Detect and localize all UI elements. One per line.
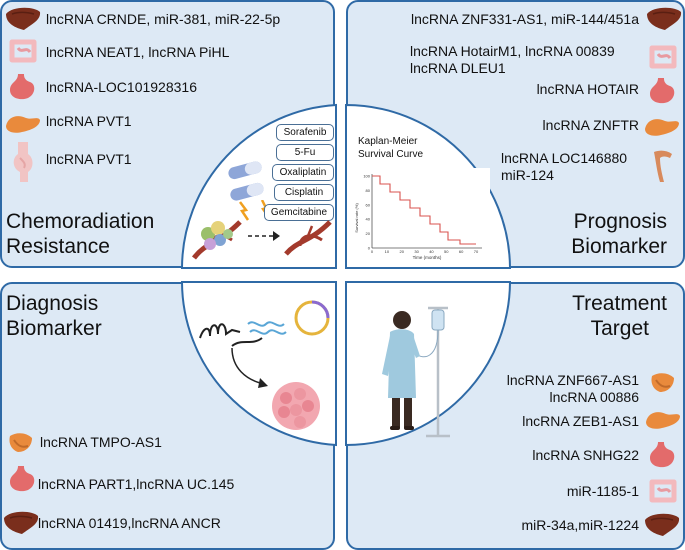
arrow-icon	[248, 231, 280, 241]
km-xtick-label: 60	[459, 249, 464, 254]
prognosis-item-4: lncRNA HOTAIR	[536, 81, 639, 97]
chemoradiation-title-line1: Chemoradiation	[6, 210, 155, 233]
diagnosis-item-1: lncRNA TMPO-AS1	[40, 434, 162, 450]
prognosis-item-2: lncRNA HotairM1, lncRNA 00839	[410, 43, 615, 59]
stomach-icon-3	[10, 466, 35, 492]
chemoradiation-item-2: lncRNA NEAT1, lncRNA PiHL	[46, 44, 230, 60]
prognosis-item-3: lncRNA DLEU1	[410, 60, 506, 76]
rna-icon	[199, 323, 241, 339]
stomach-icon-4	[650, 442, 675, 468]
chemoradiation-title-line2: Resistance	[6, 235, 110, 258]
prognosis-title-line1: Prognosis	[573, 210, 667, 233]
gallbladder-pancreas-icon	[9, 433, 33, 452]
liver-icon	[6, 7, 41, 31]
drug-oxaliplatin: Oxaliplatin	[272, 164, 334, 181]
pancreas-icon-4	[646, 412, 680, 429]
prognosis-item-7: miR-124	[501, 167, 554, 183]
km-ytick-label: 100	[363, 174, 370, 179]
chemoradiation-item-3: lncRNA-LOC101928316	[46, 79, 197, 95]
drug-cisplatin: Cisplatin	[274, 184, 334, 201]
km-ytick-label: 60	[366, 202, 371, 207]
km-xtick-label: 0	[371, 249, 374, 254]
pancreas-icon-3	[651, 373, 674, 392]
intestine-icon-2	[649, 45, 677, 69]
diagnosis-item-2: lncRNA PART1,lncRNA UC.145	[38, 476, 235, 492]
rna-strand-icon	[247, 321, 285, 327]
stomach-icon	[10, 74, 35, 100]
km-xlabel: Time (months)	[413, 255, 442, 260]
liver-icon-3	[4, 511, 39, 534]
drug-sorafenib: Sorafenib	[276, 124, 334, 141]
km-ytick-label: 20	[366, 231, 371, 236]
drug-5fu: 5-Fu	[276, 144, 334, 161]
tumor-icon	[272, 382, 320, 430]
rna-tumor-illustration	[199, 300, 330, 388]
treatment-item-4: lncRNA SNHG22	[532, 447, 639, 463]
treatment-item-5: miR-1185-1	[566, 483, 639, 499]
vessel-icon	[284, 220, 332, 256]
diagnosis-title-line2: Biomarker	[6, 317, 102, 340]
drug-gemcitabine: Gemcitabine	[264, 204, 334, 221]
liver-icon-2	[647, 7, 682, 31]
km-ytick-label: 40	[366, 217, 371, 222]
patient-iv-illustration	[382, 306, 450, 438]
tumor-vessel-icon	[192, 220, 242, 260]
km-xtick-label: 50	[444, 249, 449, 254]
km-xtick-label: 40	[429, 249, 434, 254]
km-xtick-label: 30	[414, 249, 419, 254]
treatment-item-2: lncRNA 00886	[549, 389, 639, 405]
prognosis-title-line2: Biomarker	[571, 235, 667, 258]
pills-icon	[228, 161, 264, 201]
stomach-icon-2	[650, 78, 675, 104]
esophagus-icon	[13, 142, 33, 182]
km-ytick-label: 0	[368, 246, 371, 251]
liver-icon-4	[645, 513, 680, 536]
intestine-icon-3	[649, 479, 677, 503]
km-survival-line	[372, 175, 476, 245]
diagnosis-title-line1: Diagnosis	[6, 292, 99, 315]
km-title-line2: Survival Curve	[358, 149, 424, 160]
treatment-title-line2: Target	[590, 317, 649, 340]
chemoradiation-item-1: lncRNA CRNDE, miR-381, miR-22-5p	[46, 11, 281, 27]
prognosis-item-5: lncRNA ZNFTR	[542, 117, 639, 133]
patient-icon	[382, 311, 420, 430]
pancreas-icon-2	[645, 119, 679, 136]
intestine-icon	[9, 39, 37, 63]
prognosis-item-6: lncRNA LOC146880	[501, 150, 628, 166]
km-xtick-label: 20	[399, 249, 404, 254]
gallbladder-icon	[654, 150, 672, 182]
km-title-line1: Kaplan-Meier	[358, 136, 418, 147]
curved-arrow-icon	[231, 347, 265, 385]
treatment-title-line1: Treatment	[572, 292, 667, 315]
center-quarter-br	[345, 281, 512, 447]
diagnosis-item-3: lncRNA 01419,lncRNA ANCR	[38, 515, 221, 531]
chemoradiation-item-4: lncRNA PVT1	[46, 113, 132, 129]
treatment-item-6: miR-34a,miR-1224	[521, 517, 639, 533]
km-xtick-label: 70	[474, 249, 479, 254]
km-ytick-label: 80	[366, 188, 371, 193]
prognosis-item-1: lncRNA ZNF331-AS1, miR-144/451a	[411, 11, 639, 27]
pancreas-icon	[6, 116, 40, 133]
treatment-item-1: lncRNA ZNF667-AS1	[506, 372, 639, 388]
km-ylabel: Survival rate (%)	[354, 203, 359, 233]
km-xtick-label: 10	[385, 249, 390, 254]
treatment-item-3: lncRNA ZEB1-AS1	[522, 413, 639, 429]
chemoradiation-item-5: lncRNA PVT1	[46, 151, 132, 167]
